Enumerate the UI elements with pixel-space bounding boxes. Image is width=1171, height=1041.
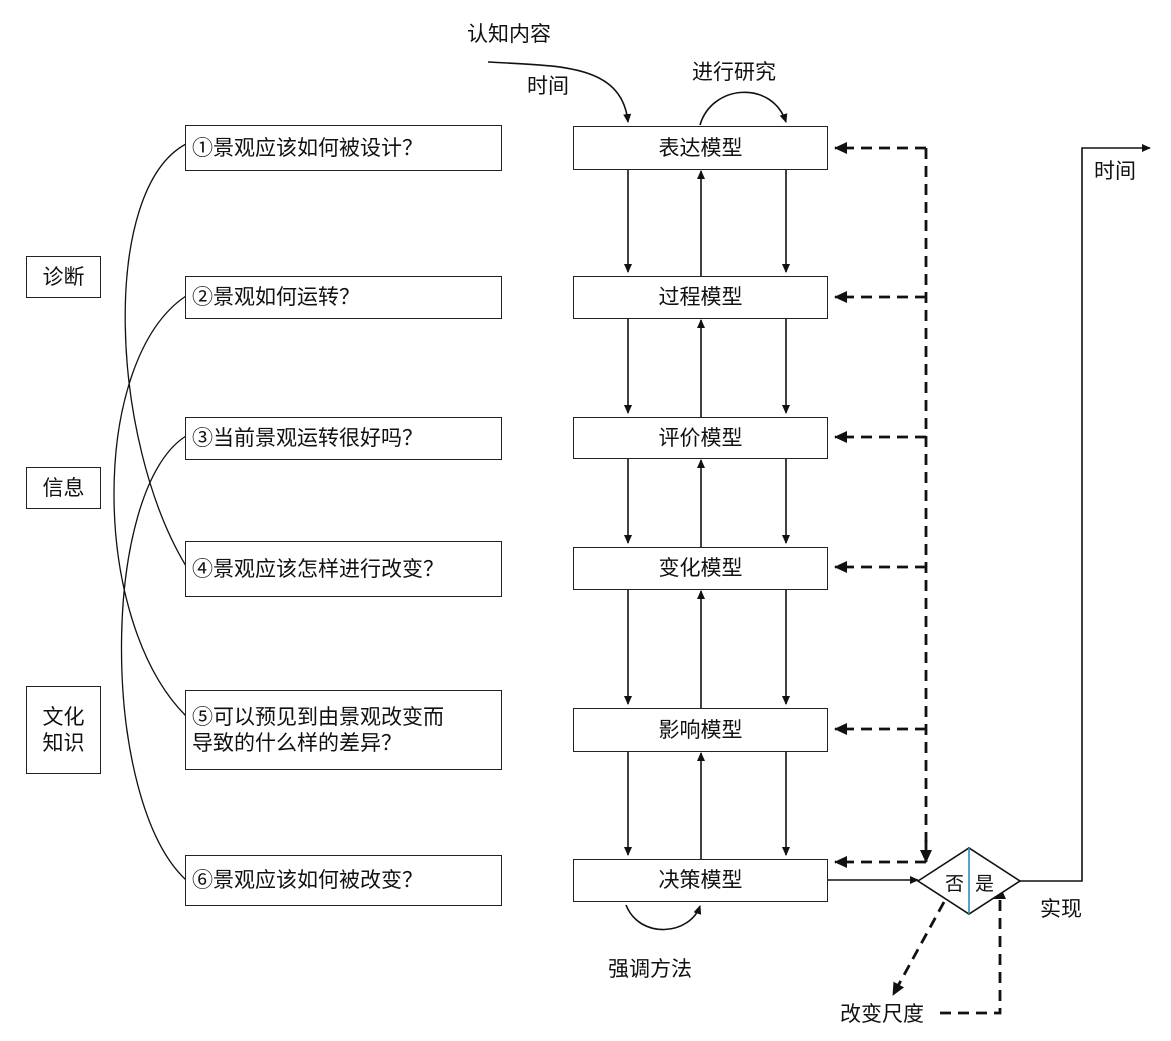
- question-text: ④景观应该怎样进行改变？: [192, 556, 444, 581]
- model-box-expression: 表达模型: [573, 126, 828, 170]
- question-text-line1: ⑤可以预见到由景观改变而: [192, 704, 444, 729]
- method-label: 强调方法: [608, 957, 692, 981]
- model-label: 过程模型: [658, 285, 743, 310]
- question-box-6: ⑥景观应该如何被改变？: [185, 855, 502, 906]
- information-label: 信息: [42, 475, 85, 500]
- realize-label: 实现: [1040, 897, 1082, 921]
- question-text: ①景观应该如何被设计？: [192, 135, 423, 160]
- information-box: 信息: [26, 467, 101, 509]
- to-scale: [891, 901, 946, 996]
- question-box-3: ③当前景观运转很好吗？: [185, 417, 502, 460]
- method-loop: [625, 904, 702, 931]
- model-label: 评价模型: [658, 425, 743, 450]
- diagnosis-label: 诊断: [42, 264, 85, 289]
- question-text: ⑥景观应该如何被改变？: [192, 868, 423, 893]
- question-text: ③当前景观运转很好吗？: [192, 426, 423, 451]
- decision-yes-label: 是: [975, 873, 995, 895]
- model-label: 变化模型: [658, 556, 743, 581]
- model-label: 决策模型: [658, 868, 743, 893]
- decision-no-label: 否: [945, 873, 965, 895]
- scale-label: 改变尺度: [840, 1002, 924, 1026]
- model-box-change: 变化模型: [573, 547, 828, 590]
- cognition-label: 认知内容: [467, 22, 551, 46]
- realize-path: [1020, 144, 1151, 882]
- question-text-line2: 导致的什么样的差异？: [192, 731, 402, 755]
- research-label: 进行研究: [692, 60, 776, 84]
- question-box-2: ②景观如何运转？: [185, 276, 502, 319]
- time-left-label: 时间: [527, 74, 569, 98]
- model-label: 影响模型: [658, 717, 743, 742]
- question-box-4: ④景观应该怎样进行改变？: [185, 541, 502, 597]
- model-label: 表达模型: [658, 135, 743, 160]
- question-text: ②景观如何运转？: [192, 285, 360, 310]
- model-box-process: 过程模型: [573, 276, 828, 319]
- diagnosis-box: 诊断: [26, 256, 101, 298]
- culture-knowledge-box: 文化 知识: [26, 686, 101, 774]
- time-input-curve: [487, 61, 632, 123]
- research-loop: [699, 91, 788, 126]
- model-box-evaluation: 评价模型: [573, 417, 828, 459]
- time-right-label: 时间: [1094, 159, 1136, 183]
- scale-back: [940, 886, 1006, 1015]
- culture-label-line1: 文化: [42, 704, 85, 729]
- question-box-1: ①景观应该如何被设计？: [185, 125, 502, 171]
- model-box-impact: 影响模型: [573, 708, 828, 752]
- model-box-decision: 决策模型: [573, 859, 828, 902]
- question-box-5: ⑤可以预见到由景观改变而 导致的什么样的差异？: [185, 690, 502, 770]
- culture-label-line2: 知识: [42, 731, 85, 755]
